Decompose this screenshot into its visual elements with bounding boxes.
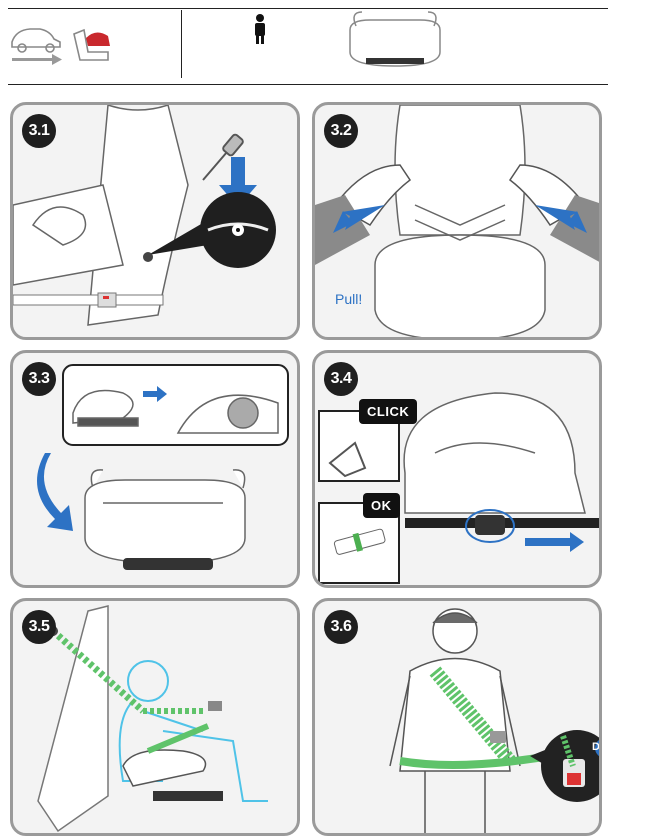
child-seated-illustration <box>389 608 521 833</box>
screwdriver-icon <box>202 133 244 181</box>
step-number-badge: 3.2 <box>324 114 358 148</box>
step-number-badge: 3.1 <box>22 114 56 148</box>
header-divider <box>181 10 182 78</box>
step-number-badge: 3.6 <box>324 610 358 644</box>
seat-booster-icon <box>73 28 110 61</box>
screw-icon <box>207 222 269 236</box>
booster-seat-illustration <box>84 469 246 564</box>
seat-belt <box>399 666 551 769</box>
vehicle-seat-illustration <box>37 605 109 833</box>
ok-label: OK <box>363 493 400 518</box>
step-panel-3-4: 3.4 CLICK OK <box>312 350 602 588</box>
booster-seat-illustration <box>122 749 207 787</box>
seat-belt <box>50 628 210 754</box>
booster-front-illustration <box>374 105 546 337</box>
step-panel-3-3: 3.3 <box>10 350 300 588</box>
header-icons <box>11 11 441 67</box>
click-label: CLICK <box>359 399 418 424</box>
pull-arrow-left-icon <box>333 205 385 233</box>
header-top-rule <box>8 8 608 9</box>
step-number-badge: 3.5 <box>22 610 56 644</box>
step-panel-3-5: 3.5 <box>10 598 300 836</box>
callout-marker-icon <box>595 740 599 756</box>
step-number-badge: 3.4 <box>324 362 358 396</box>
child-icon <box>255 14 265 44</box>
booster-side-illustration <box>13 105 189 326</box>
pull-label: Pull! <box>335 291 363 307</box>
step-panel-3-6: 3.6 D <box>312 598 602 836</box>
arrow-right-icon <box>143 386 167 402</box>
step-number-badge: 3.3 <box>22 362 56 396</box>
arrow-right-icon <box>525 532 584 552</box>
pull-arrow-right-icon <box>535 205 587 233</box>
booster-side-illustration <box>403 392 586 514</box>
child-outline-illustration <box>118 660 268 802</box>
indicator-window <box>475 515 505 535</box>
belt-strap <box>13 292 164 308</box>
booster-seat-icon <box>349 11 441 67</box>
header-bottom-rule <box>8 84 608 85</box>
step-panel-3-1: 3.1 <box>10 102 300 340</box>
header-bar <box>0 0 648 90</box>
car-icon <box>11 28 61 53</box>
curved-arrow-icon <box>37 453 73 531</box>
callout-letter: D <box>592 741 600 753</box>
arrow-right-icon <box>12 54 62 65</box>
step-panel-3-2: 3.2 Pull! <box>312 102 602 340</box>
